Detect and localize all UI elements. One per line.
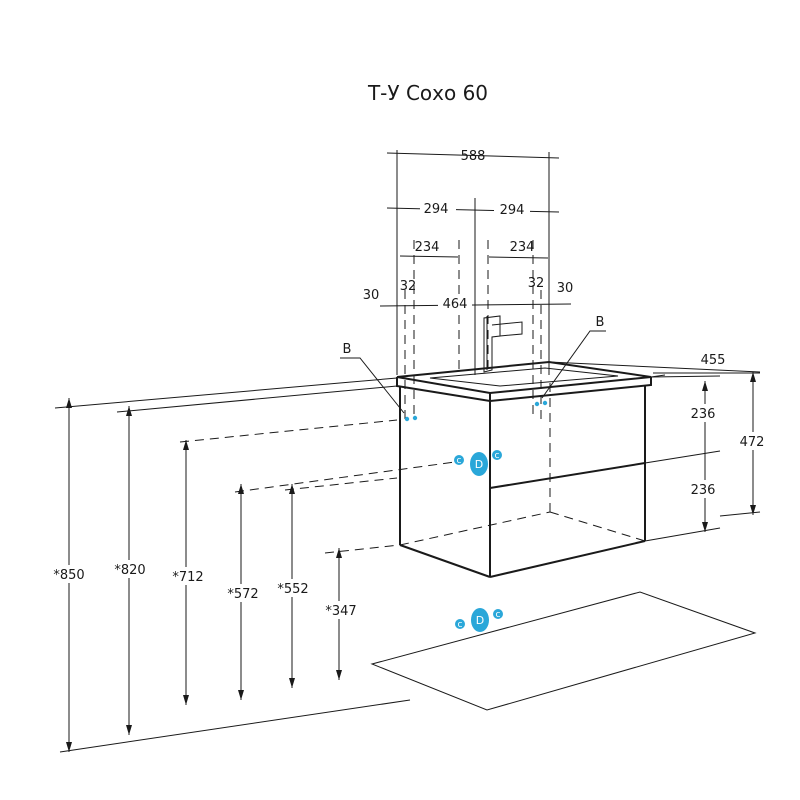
cold-marker-right [492,450,502,460]
height-dimensions: *850 *820 *712 *572 *552 *347 [48,398,360,752]
dim-30-right: 30 [557,281,574,296]
water-dot-left-1 [404,416,410,422]
floor-marker-left [455,619,465,629]
height-850: *850 [53,568,84,583]
cold-marker-left [454,455,464,465]
right-dimensions: 455 236 236 472 [548,353,771,542]
floor-marker-right [493,609,503,619]
dim-294-left: 294 [424,202,449,217]
top-dimensions: 588 294 294 234 234 30 32 464 32 30 [363,149,574,420]
svg-text:c: c [457,456,462,466]
label-b-left: B [343,342,352,357]
connection-markers: B B c D c c D c [340,315,606,632]
dim-472: 472 [740,435,765,450]
reference-lines [54,377,757,753]
dim-32-right: 32 [528,276,545,291]
label-b-right: B [596,315,605,330]
water-dot-left-2 [412,415,418,421]
drawing-title: Т-У Сохо 60 [367,81,488,105]
height-552: *552 [277,582,308,597]
height-820: *820 [114,563,145,578]
dim-588: 588 [461,149,486,164]
dim-236-bottom: 236 [691,483,716,498]
dim-236-top: 236 [691,407,716,422]
floor-drain-label: D [476,614,484,627]
height-572: *572 [227,587,258,602]
faucet [483,315,523,373]
svg-text:c: c [458,620,463,630]
dim-455: 455 [701,353,726,368]
drain-label: D [475,458,483,471]
svg-text:c: c [496,610,501,620]
dim-294-right: 294 [500,203,525,218]
arrowheads [66,372,756,752]
water-dot-right-1 [534,401,540,407]
vanity-cabinet [396,360,652,578]
dim-464: 464 [443,297,468,312]
drain-marker [470,452,488,476]
height-347: *347 [325,604,356,619]
dim-30-left: 30 [363,288,380,303]
floor-drain-marker [471,608,489,632]
water-dot-right-2 [542,400,548,406]
dim-32-left: 32 [400,279,417,294]
dim-234-left: 234 [415,240,440,255]
svg-text:c: c [495,451,500,461]
dim-234-right: 234 [510,240,535,255]
height-712: *712 [172,570,203,585]
